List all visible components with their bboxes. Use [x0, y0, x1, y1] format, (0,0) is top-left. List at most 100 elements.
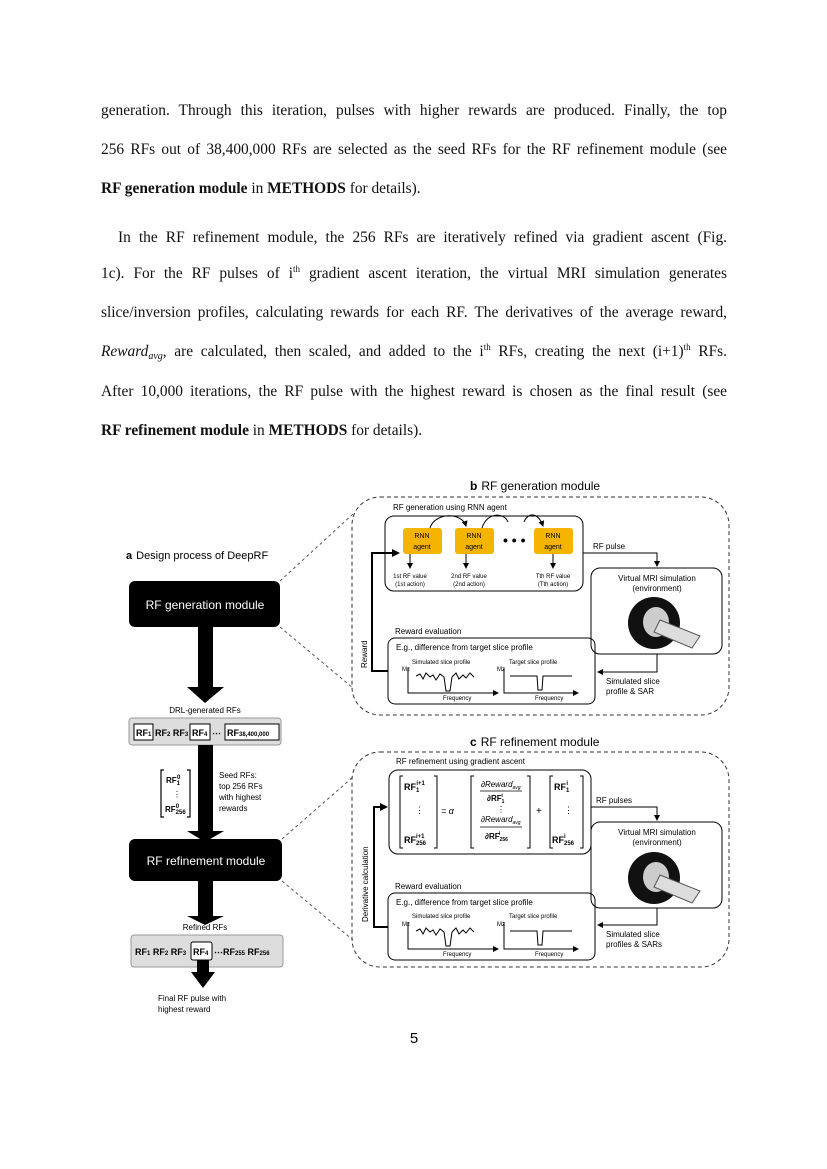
mri-scanner-icon — [628, 597, 701, 649]
panel-b-letter: b — [470, 479, 477, 493]
seed-rf-vector: RF10 ⋮ RF2560 — [160, 769, 191, 818]
text-line: Rewardavg, are calculated, then scaled, … — [101, 342, 727, 363]
svg-text:RNN: RNN — [414, 533, 429, 540]
panel-b-frame — [351, 496, 730, 716]
sim-plot-axes — [407, 668, 499, 696]
zoom-line — [281, 880, 354, 941]
superscript: th — [292, 264, 300, 274]
rf-item: RF1 RF2 RF3 — [135, 947, 187, 957]
math-variable: Reward — [101, 343, 149, 360]
rnn-recurrence-arrow — [523, 514, 545, 527]
mz-label: Mz — [497, 922, 505, 928]
svg-text:RF1i: RF1i — [554, 781, 570, 794]
text-span: RFs, creating the next (i+1) — [490, 343, 684, 360]
rf-refinement-module-label: RF refinement module — [147, 854, 266, 868]
refined-rfs-label: Refined RFs — [183, 923, 227, 932]
rf-value-t: Tth RF value(Tth action) — [536, 574, 571, 588]
text-line: 1c). For the RF pulses of ith gradient a… — [101, 265, 727, 283]
rf-item: RF38,400,000 — [227, 728, 270, 738]
flow-arrow-shaft — [197, 960, 209, 974]
rnn-recurrence-arrow — [429, 515, 468, 529]
rf-cell — [133, 723, 154, 741]
derivative-axis-label: Derivative calculation — [361, 846, 370, 922]
svg-text:agent: agent — [413, 544, 431, 551]
mz-label: Mz — [402, 922, 410, 928]
rf-cell — [224, 723, 280, 741]
target-plot-axes — [503, 668, 579, 696]
bold-term: RF generation module — [101, 180, 248, 197]
text-span: in — [247, 180, 268, 197]
text-line: 256 RFs out of 38,400,000 RFs are select… — [101, 141, 727, 158]
rf-pulse-label: RF pulse — [593, 542, 626, 551]
mz-label: Mz — [497, 667, 505, 673]
text-span: 1c). For the RF pulses of i — [101, 265, 293, 282]
freq-label: Frequency — [443, 696, 471, 702]
text-span: for details). — [347, 422, 423, 439]
text-span: , are calculated, then scaled, and added… — [162, 343, 484, 360]
equals-alpha: = α — [441, 806, 455, 816]
sim-profile-curve — [415, 672, 475, 692]
flow-arrow-shaft — [198, 627, 213, 689]
svg-text:RNN: RNN — [545, 533, 560, 540]
zoom-line — [281, 776, 354, 840]
panel-a-title: Design process of DeepRF — [136, 550, 268, 562]
sim-output-arrow — [597, 908, 658, 928]
mri-sim-label: Virtual MRI simulation(environment) — [618, 828, 696, 847]
math-subscript: avg — [148, 351, 163, 362]
mri-sim-label: Virtual MRI simulation(environment) — [618, 574, 696, 593]
drl-rf-list: RF1 RF2 RF3 RF4 ⋯ RF38,400,000 — [133, 723, 280, 741]
panel-c-frame — [351, 751, 730, 968]
target-plot-axes — [503, 922, 579, 952]
text-span: for details). — [345, 180, 421, 197]
target-profile-curve — [510, 675, 572, 691]
text-line: slice/inversion profiles, calculating re… — [101, 304, 727, 321]
gradient-box — [388, 769, 592, 855]
text-line: generation. Through this iteration, puls… — [101, 102, 727, 119]
sim-profile-label: Simulated slice profile — [412, 914, 471, 920]
svg-text:agent: agent — [465, 544, 483, 551]
mz-label: Mz — [402, 667, 410, 673]
target-profile-label: Target slice profile — [509, 914, 558, 920]
grad-title: RF refinement using gradient ascent — [396, 757, 526, 766]
rf-ellipsis: ⋯ — [212, 728, 221, 738]
bold-term: METHODS — [268, 422, 348, 439]
sim-profile-label: Simulated slice profile — [412, 660, 471, 666]
freq-label: Frequency — [443, 952, 471, 958]
rnn-title: RF generation using RNN agent — [393, 503, 508, 512]
svg-text:RF256i: RF256i — [552, 834, 575, 847]
gradient-equation: RF1i+1 ⋮ RF256i+1 = α ∂Rewardavg ∂RF1i ⋮… — [399, 775, 584, 849]
text-line: RF generation module in METHODS for deta… — [101, 180, 421, 198]
rf-item: RF1 — [136, 728, 152, 738]
svg-text:agent: agent — [544, 544, 562, 551]
seed-text: Seed RFs: top 256 RFs with highest rewar… — [218, 771, 265, 813]
superscript: th — [683, 342, 691, 352]
page-number: 5 — [409, 1030, 419, 1047]
sim-plot-axes — [407, 922, 499, 952]
superscript: th — [483, 342, 491, 352]
flow-arrow-shaft — [198, 745, 213, 832]
final-rf-text: Final RF pulse with highest reward — [158, 994, 228, 1014]
flow-arrow-head — [191, 972, 215, 988]
reward-eval-label: Reward evaluation — [395, 627, 461, 636]
text-span: gradient ascent iteration, the virtual M… — [300, 265, 728, 282]
rf-item: RF4 — [192, 728, 208, 738]
mri-scanner-icon — [628, 852, 701, 904]
derivative-feedback-arrow — [373, 803, 388, 928]
panel-a-letter: a — [126, 550, 133, 562]
bold-term: METHODS — [267, 180, 346, 197]
flow-arrow-head — [187, 687, 224, 703]
svg-text:∂Rewardavg: ∂Rewardavg — [481, 780, 521, 791]
target-profile-label: Target slice profile — [509, 660, 558, 666]
sim-profile-curve — [415, 927, 475, 947]
text-span: in — [248, 422, 269, 439]
rf-refinement-module-box — [129, 839, 282, 881]
rnn-agent-1 — [403, 528, 442, 554]
rnn-agent-2 — [455, 528, 494, 554]
rnn-agents: RNN agent RNN agent • • • RNN agent — [403, 528, 573, 554]
svg-text:⋮: ⋮ — [415, 805, 424, 815]
rnn-agent-t — [534, 528, 573, 554]
freq-label: Frequency — [535, 696, 563, 702]
zoom-line — [279, 626, 354, 689]
